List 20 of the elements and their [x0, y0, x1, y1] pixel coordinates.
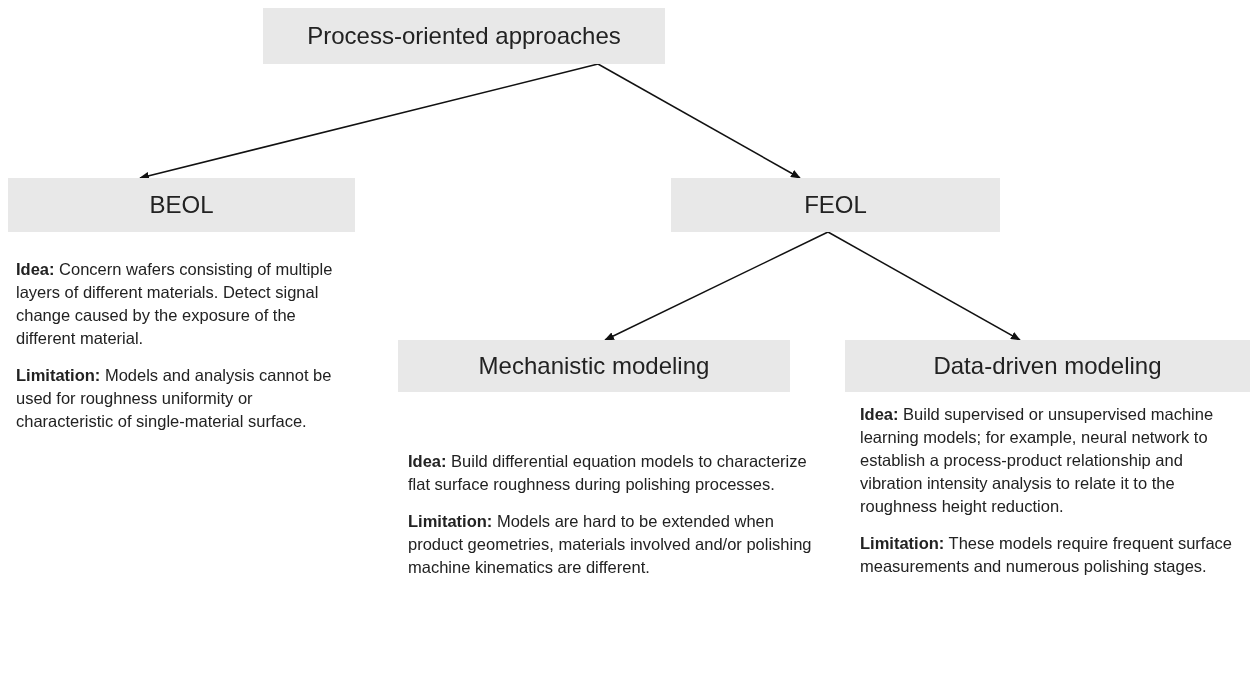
box-title: Mechanistic modeling: [478, 352, 710, 380]
box-title: Data-driven modeling: [933, 352, 1162, 380]
box-title: Process-oriented approaches: [307, 22, 621, 50]
description-text: Limitation: Models are hard to be extended when product geometries, materials involved and/or polishing machine kinematics are different.: [408, 511, 813, 578]
category-box: [671, 178, 1000, 232]
category-box: [263, 8, 665, 64]
arrow: [597, 63, 801, 179]
box-title: FEOL: [804, 191, 867, 219]
arrow: [827, 231, 1021, 341]
category-box: [845, 340, 1250, 392]
description-text: Idea: Build differential equation models to characterize flat surface roughness during polishing processes.: [408, 451, 808, 495]
description-text: Idea: Build supervised or unsupervised machine learning models; for example, neural network to establish a process-product relationship and vibration intensity analysis to relate it to the roughness height reduction.: [860, 404, 1215, 517]
description-text: Limitation: Models and analysis cannot be used for roughness uniformity or characteristic of single-material surface.: [16, 365, 333, 432]
category-box: [8, 178, 355, 232]
arrow: [139, 63, 599, 180]
description-text: Idea: Concern wafers consisting of multiple layers of different materials. Detect signal change caused by the exposure of the different material.: [16, 259, 334, 349]
box-title: BEOL: [149, 191, 214, 219]
category-box: [398, 340, 790, 392]
arrow: [604, 231, 829, 341]
description-text: Limitation: These models require frequent surface measurements and numerous polishing stages.: [860, 533, 1233, 577]
